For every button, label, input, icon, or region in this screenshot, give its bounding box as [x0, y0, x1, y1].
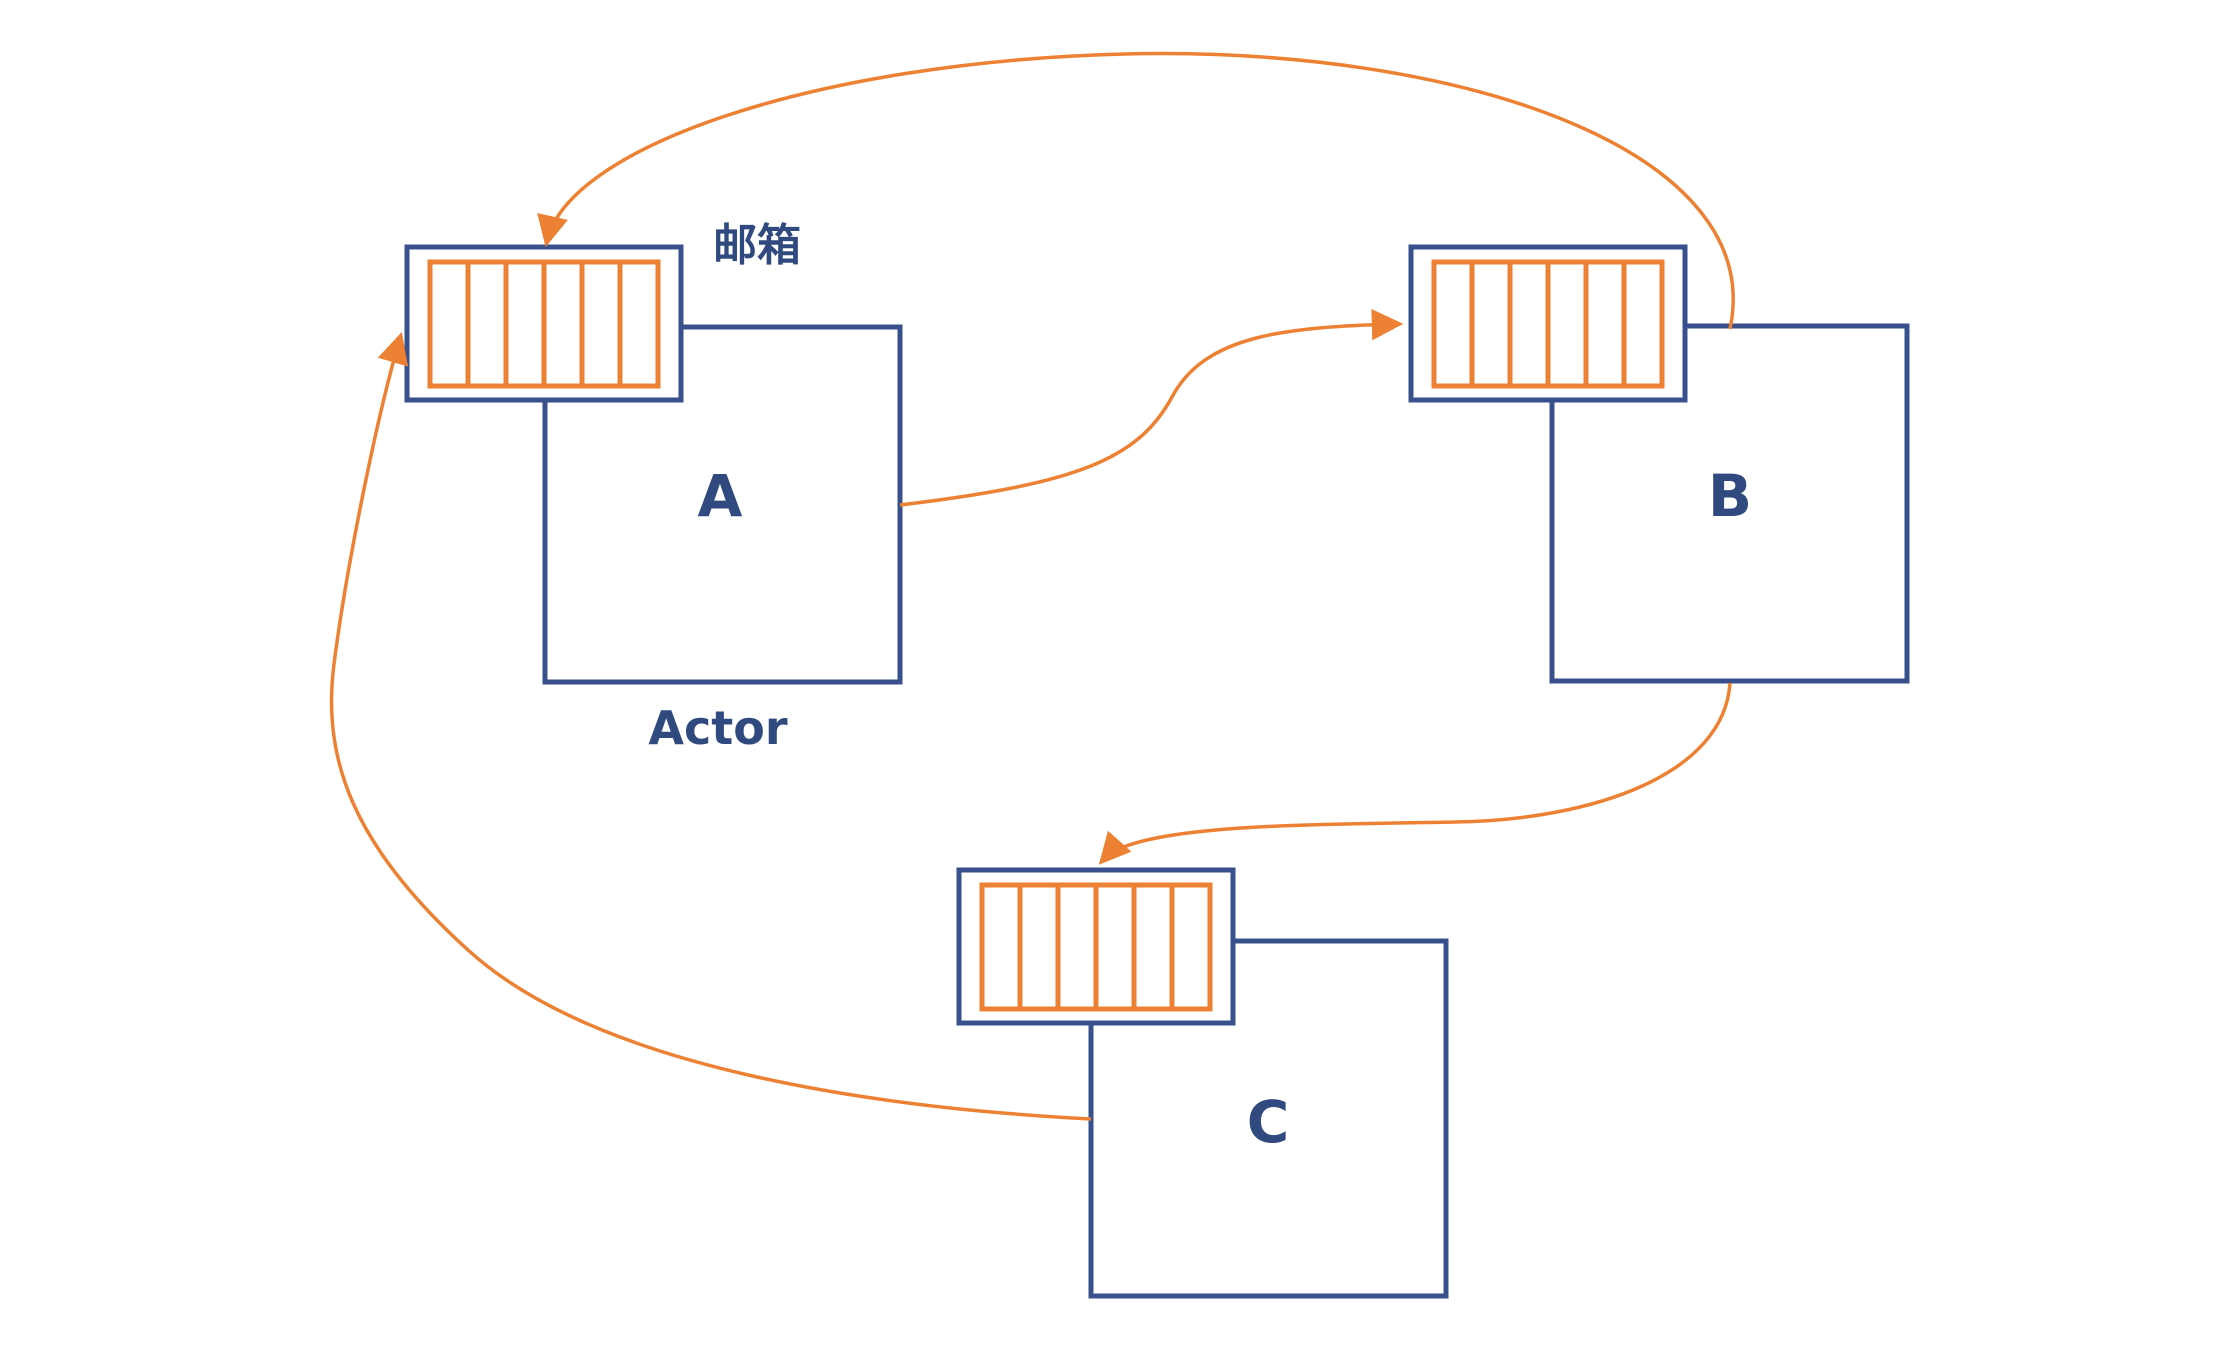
actor-caption: Actor	[648, 701, 787, 755]
actor-B-group: B	[1408, 244, 1910, 684]
actor-C-label: C	[1247, 1088, 1290, 1156]
actor-B-label: B	[1708, 462, 1752, 530]
message-arrows	[329, 51, 1735, 1121]
arrow-B-to-A-mailbox	[537, 51, 1735, 330]
arrow-B-to-C-mailbox	[1098, 682, 1732, 865]
mailbox-caption: 邮箱	[713, 220, 801, 271]
arrow-A-to-B-mailbox	[899, 308, 1404, 507]
mailbox-A-queue-icon	[427, 259, 661, 389]
mailbox-C-queue-icon	[979, 882, 1213, 1012]
actor-A-group: A	[404, 244, 903, 685]
actor-A-label: A	[698, 462, 743, 530]
arrow-C-to-A-mailbox	[329, 331, 1092, 1121]
mailbox-B-queue-icon	[1431, 259, 1665, 389]
actor-C-group: C	[956, 867, 1449, 1299]
